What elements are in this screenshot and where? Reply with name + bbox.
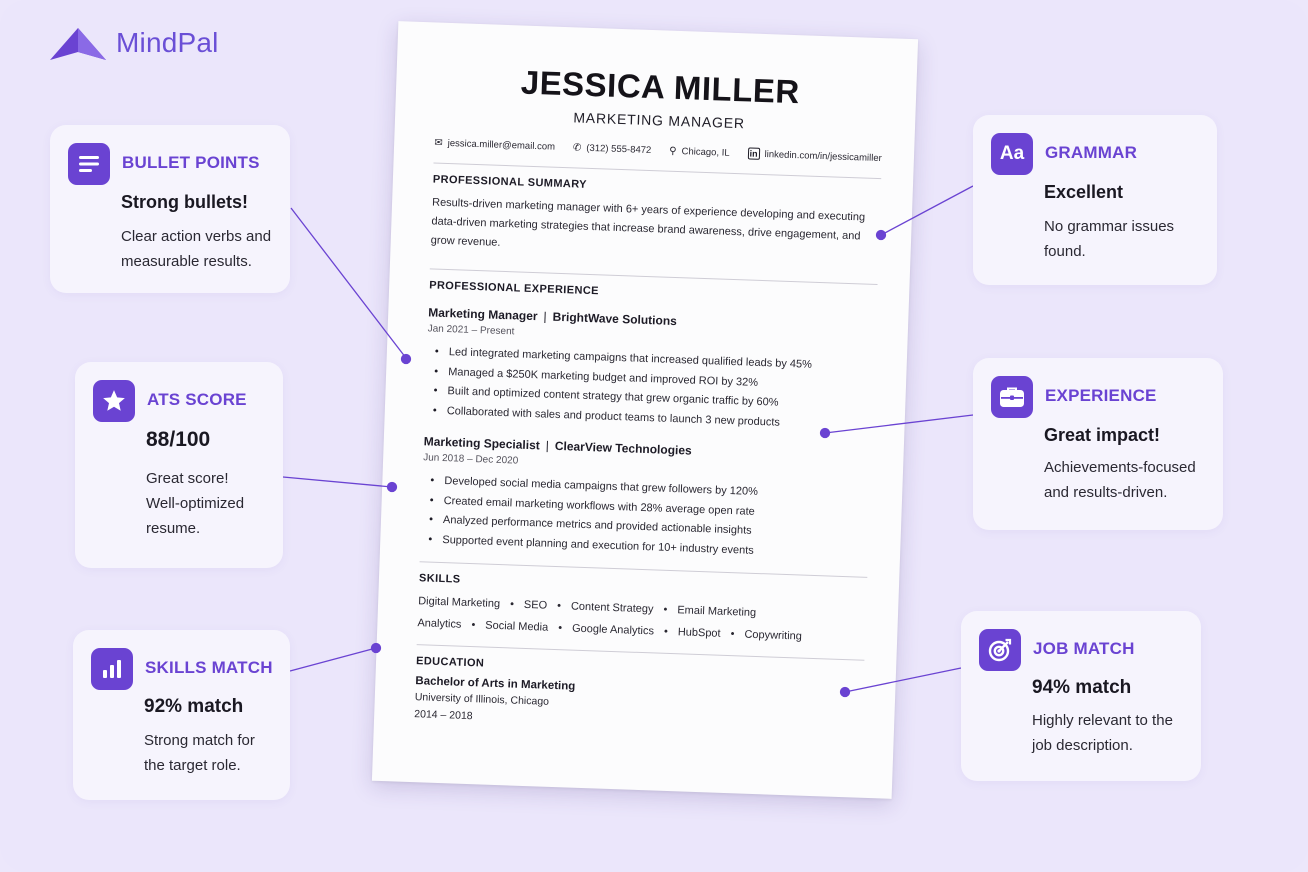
list-icon (68, 143, 110, 185)
summary-text: Results-driven marketing manager with 6+… (430, 196, 866, 249)
skill-tag: Email Marketing (677, 604, 757, 619)
text-aa-icon: Aa (991, 133, 1033, 175)
separator: | (545, 438, 550, 453)
separator: | (543, 309, 547, 324)
card-experience[interactable]: EXPERIENCE Great impact! Achievements-fo… (973, 358, 1223, 530)
envelope-icon: ✉ (434, 136, 443, 149)
contact-phone: ✆ (312) 555-8472 (573, 141, 652, 156)
job-entry: Marketing Manager|BrightWave Solutions J… (425, 305, 877, 436)
card-headline: 92% match (144, 696, 244, 717)
job-company: ClearView Technologies (554, 438, 692, 458)
skill-tag: Analytics (417, 617, 462, 631)
card-description: Strong match for the target role. (144, 732, 255, 774)
card-label: SKILLS MATCH (145, 658, 273, 677)
card-description: Great score! Well-optimized resume. (146, 470, 245, 537)
card-description: No grammar issues found. (1044, 218, 1175, 260)
contact-location: ⚲ Chicago, IL (669, 145, 730, 159)
card-description: Achievements-focused and results-driven. (1044, 459, 1196, 501)
card-description: Clear action verbs and measurable result… (121, 228, 272, 270)
location-pin-icon: ⚲ (669, 145, 677, 157)
card-headline: Great impact! (1044, 425, 1161, 445)
connector-ats-score (282, 476, 393, 488)
contact-linkedin-text: linkedin.com/in/jessicamiller (764, 148, 882, 164)
target-icon (979, 629, 1021, 671)
mindpal-logo-icon (50, 28, 106, 60)
job-role: Marketing Specialist (423, 434, 540, 453)
contact-phone-text: (312) 555-8472 (586, 142, 652, 156)
card-grammar[interactable]: Aa GRAMMAR Excellent No grammar issues f… (973, 115, 1217, 285)
job-entry: Marketing Specialist | ClearView Technolog… (420, 434, 872, 565)
job-company: BrightWave Solutions (552, 309, 678, 329)
briefcase-icon (991, 376, 1033, 418)
card-skills-match[interactable]: SKILLS MATCH 92% match Strong match for … (73, 630, 290, 800)
skill-tag: Copywriting (744, 628, 803, 643)
card-label: ATS SCORE (147, 390, 247, 409)
brand-name: MindPal (116, 27, 219, 58)
card-label: GRAMMAR (1045, 143, 1138, 162)
card-headline: Excellent (1044, 182, 1124, 202)
resume-document: JESSICA MILLER MARKETING MANAGER ✉ jessi… (371, 21, 919, 799)
card-headline: 88/100 (146, 428, 211, 451)
section-heading-experience: PROFESSIONAL EXPERIENCE (429, 279, 600, 298)
skill-tag: HubSpot (677, 626, 721, 640)
card-ats-score[interactable]: ATS SCORE 88/100 Great score! Well-optim… (75, 362, 283, 568)
skill-tag: SEO (523, 598, 548, 612)
card-label: JOB MATCH (1033, 639, 1135, 658)
skill-tag: Google Analytics (571, 622, 655, 638)
card-headline: 94% match (1032, 677, 1132, 698)
skill-tag: Digital Marketing (417, 595, 501, 611)
job-bullets: Developed social media campaigns that gr… (420, 471, 870, 565)
brand-logo[interactable]: MindPal (50, 26, 219, 60)
card-headline: Strong bullets! (121, 192, 248, 212)
contact-email: ✉ jessica.miller@email.com (434, 136, 555, 152)
connector-skills-match (289, 647, 377, 672)
contact-location-text: Chicago, IL (681, 145, 730, 159)
card-description: Highly relevant to the job description. (1032, 712, 1173, 754)
contact-linkedin: in linkedin.com/in/jessicamiller (747, 147, 882, 164)
contact-email-text: jessica.miller@email.com (447, 137, 556, 153)
card-label: BULLET POINTS (122, 153, 260, 172)
phone-icon: ✆ (572, 141, 582, 154)
skill-tag: Content Strategy (570, 600, 654, 616)
card-bullet-points[interactable]: BULLET POINTS Strong bullets! Clear acti… (50, 125, 290, 293)
skills-list: Digital Marketing•SEO•Content Strategy•E… (417, 590, 866, 650)
card-label: EXPERIENCE (1045, 386, 1157, 405)
skill-tag: Social Media (485, 619, 549, 634)
card-job-match[interactable]: JOB MATCH 94% match Highly relevant to t… (961, 611, 1201, 781)
star-icon (93, 380, 135, 422)
linkedin-icon: in (747, 147, 760, 160)
bar-chart-icon (91, 648, 133, 690)
resume-contacts: ✉ jessica.miller@email.com ✆ (312) 555-8… (434, 136, 882, 164)
job-bullets: Led integrated marketing campaigns that … (425, 342, 875, 436)
job-role: Marketing Manager (428, 305, 538, 324)
